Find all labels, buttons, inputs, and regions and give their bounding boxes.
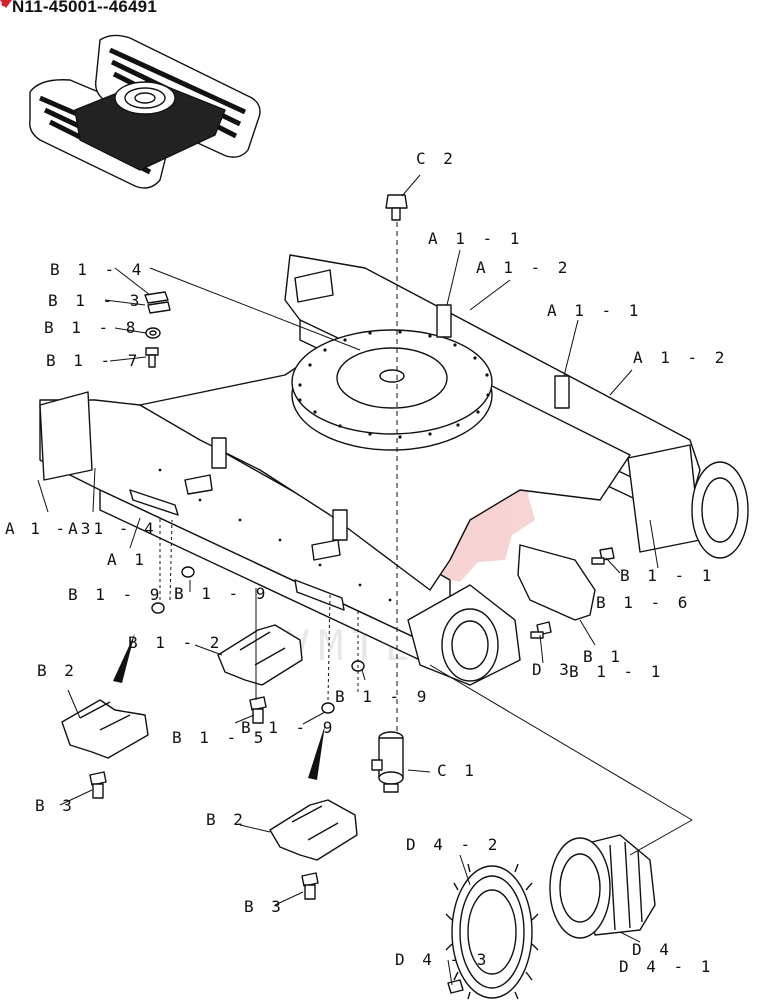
- callout-B1-3[interactable]: B 1 - 3: [48, 291, 144, 310]
- red-corner-mark-icon: [0, 0, 12, 8]
- callout-A1-2-right[interactable]: A 1 - 2: [633, 348, 729, 367]
- callout-B3-left[interactable]: B 3: [35, 796, 76, 815]
- callout-B1-9-b[interactable]: B 1 - 9: [174, 584, 270, 603]
- track-guide-left: [61, 699, 149, 799]
- callout-B1-8[interactable]: B 1 - 8: [44, 318, 140, 337]
- callout-B1-1-lower[interactable]: B 1 - 1: [569, 662, 665, 681]
- callout-D4-1[interactable]: D 4 - 1: [619, 957, 715, 976]
- callout-B1-4[interactable]: B 1 - 4: [50, 260, 146, 279]
- direction-arrows: [113, 633, 325, 780]
- sprocket: [445, 863, 539, 1000]
- callout-A1-1-top[interactable]: A 1 - 1: [428, 229, 524, 248]
- callout-B1-2[interactable]: B 1 - 2: [128, 633, 224, 652]
- serial-range: N11-45001--46491: [12, 0, 157, 16]
- callout-D3[interactable]: D 3: [532, 660, 573, 679]
- callout-B1-5[interactable]: B 1 - 5: [172, 728, 268, 747]
- frame-bolt-holes: [158, 330, 490, 602]
- leader-lines: [37, 174, 693, 986]
- callout-B1-9-d[interactable]: B 1 - 9: [241, 718, 337, 737]
- callout-A1-2-top[interactable]: A 1 - 2: [476, 258, 572, 277]
- callout-B1-7[interactable]: B 1 - 7: [46, 351, 142, 370]
- callout-B2-left[interactable]: B 2: [37, 661, 78, 680]
- callout-B1-1-right[interactable]: B 1 - 1: [620, 566, 716, 585]
- callout-B2-middle[interactable]: B 2: [206, 810, 247, 829]
- inset-crawler-thumbnail: [29, 34, 261, 189]
- callout-D4[interactable]: D 4: [632, 940, 673, 959]
- callout-C1[interactable]: C 1: [437, 761, 478, 780]
- callout-A1[interactable]: A 1: [107, 550, 148, 569]
- callout-B1[interactable]: B 1: [583, 647, 624, 666]
- track-guide-middle: [269, 799, 358, 900]
- callout-D4-2[interactable]: D 4 - 2: [406, 835, 502, 854]
- callout-C2[interactable]: C 2: [416, 149, 457, 168]
- callout-D4-3[interactable]: D 4 - 3: [395, 950, 491, 969]
- cover-plate: [517, 544, 596, 621]
- travel-motor: [549, 834, 656, 939]
- callout-B1-9-a[interactable]: B 1 - 9: [68, 585, 164, 604]
- track-frame: [39, 254, 749, 686]
- callout-B3-middle[interactable]: B 3: [244, 897, 285, 916]
- callout-B1-6[interactable]: B 1 - 6: [596, 593, 692, 612]
- center-swivel-joint: [371, 731, 404, 793]
- upper-fasteners: [144, 194, 615, 714]
- track-guide-upper: [217, 624, 303, 724]
- callout-A1-1-right[interactable]: A 1 - 1: [547, 301, 643, 320]
- callout-B1-9-c[interactable]: B 1 - 9: [335, 687, 431, 706]
- callout-A1-A3[interactable]: A 1 -A31 - 4: [5, 519, 157, 538]
